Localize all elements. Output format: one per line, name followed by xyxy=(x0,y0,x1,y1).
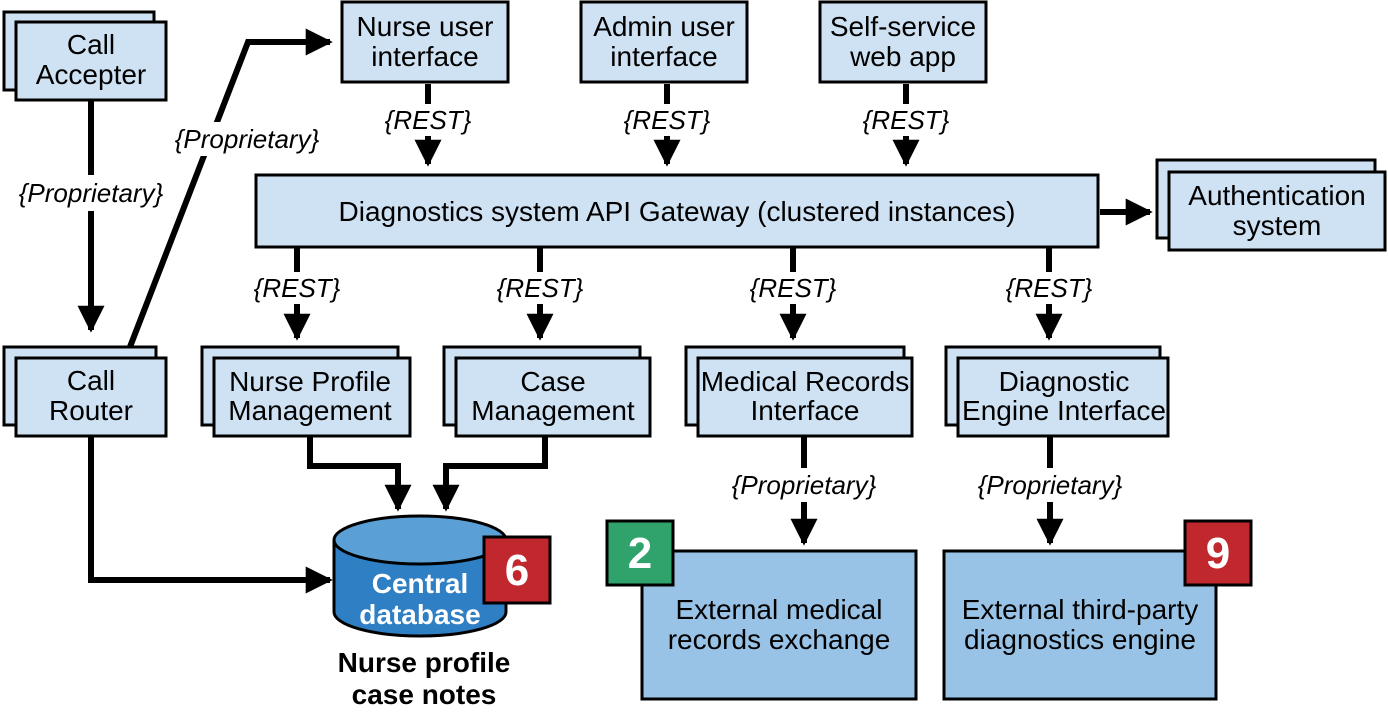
medical-records-label-1: Medical Records xyxy=(701,366,910,397)
nurse-profile-management-box: Nurse Profile Management xyxy=(200,345,412,438)
proto-admin-ui-gateway: {REST} xyxy=(624,105,711,135)
case-management-box: Case Management xyxy=(442,345,652,438)
external-diag-label-1: External third-party xyxy=(962,594,1199,625)
proto-nurse-ui-gateway: {REST} xyxy=(385,105,472,135)
nurse-ui-box: Nurse user interface xyxy=(340,0,510,84)
diagnostic-engine-interface-box: Diagnostic Engine Interface xyxy=(944,345,1170,438)
call-accepter-box: Call Accepter xyxy=(2,10,168,102)
proto-gateway-case-mgmt: {REST} xyxy=(497,273,584,303)
call-router-label-1: Call xyxy=(67,365,115,396)
proto-router-nurse-ui: {Proprietary} xyxy=(175,124,320,154)
authentication-label-2: system xyxy=(1233,210,1322,241)
external-diag-label-2: diagnostics engine xyxy=(964,624,1196,655)
admin-ui-label-2: interface xyxy=(610,41,717,72)
api-gateway-box: Diagnostics system API Gateway (clustere… xyxy=(254,173,1100,249)
nurse-profile-label-1: Nurse Profile xyxy=(229,366,391,397)
medical-records-interface-box: Medical Records Interface xyxy=(684,345,914,438)
call-accepter-label-2: Accepter xyxy=(36,59,147,90)
call-router-label-2: Router xyxy=(49,395,133,426)
proto-diag-engine-ext: {Proprietary} xyxy=(978,470,1123,500)
call-router-box: Call Router xyxy=(2,345,168,438)
self-service-label-1: Self-service xyxy=(830,11,976,42)
db-badge: 6 xyxy=(482,535,552,605)
proto-gateway-nurse-profile: {REST} xyxy=(254,273,341,303)
case-management-label-2: Management xyxy=(471,395,635,426)
external-medical-label-1: External medical xyxy=(676,594,883,625)
proto-medical-records-ext: {Proprietary} xyxy=(732,470,877,500)
edge-nurse-profile-db xyxy=(307,437,412,512)
diagnostic-engine-label-1: Diagnostic xyxy=(999,366,1130,397)
db-caption-line-1: Nurse profile xyxy=(338,647,511,678)
edge-router-nurse-ui xyxy=(125,28,333,354)
db-badge-number: 6 xyxy=(505,546,529,595)
edge-case-mgmt-db xyxy=(432,437,548,512)
admin-ui-label-1: Admin user xyxy=(593,11,735,42)
proto-gateway-diag-engine: {REST} xyxy=(1006,273,1093,303)
external-medical-badge: 2 xyxy=(605,519,675,587)
central-database: Central database xyxy=(332,514,508,638)
nurse-ui-label-2: interface xyxy=(371,41,478,72)
db-caption-line-2: case notes xyxy=(352,679,497,710)
nurse-ui-label-1: Nurse user xyxy=(357,11,494,42)
diagnostic-engine-label-2: Engine Interface xyxy=(962,395,1166,426)
medical-records-label-2: Interface xyxy=(751,395,860,426)
central-database-label-2: database xyxy=(359,599,480,630)
case-management-label-1: Case xyxy=(520,366,585,397)
self-service-box: Self-service web app xyxy=(818,0,988,84)
central-database-label-1: Central xyxy=(372,568,468,599)
proto-gateway-medical-records: {REST} xyxy=(750,273,837,303)
edge-router-db xyxy=(88,437,333,594)
external-diag-badge-number: 9 xyxy=(1206,529,1230,578)
external-medical-label-2: records exchange xyxy=(668,624,891,655)
proto-self-service-gateway: {REST} xyxy=(863,105,950,135)
authentication-label-1: Authentication xyxy=(1188,180,1365,211)
api-gateway-label: Diagnostics system API Gateway (clustere… xyxy=(339,196,1016,227)
external-medical-badge-number: 2 xyxy=(628,529,652,578)
call-accepter-label-1: Call xyxy=(67,29,115,60)
self-service-label-2: web app xyxy=(849,41,956,72)
external-diagnostics-engine-box: External third-party diagnostics engine xyxy=(942,549,1218,701)
authentication-box: Authentication system xyxy=(1155,158,1387,252)
external-medical-records-box: External medical records exchange xyxy=(640,549,918,701)
admin-ui-box: Admin user interface xyxy=(579,0,749,84)
proto-accepter-router: {Proprietary} xyxy=(19,178,164,208)
protocol-labels: {Proprietary} {Proprietary} {REST} {REST… xyxy=(8,104,1132,502)
external-diag-badge: 9 xyxy=(1183,519,1253,587)
nurse-profile-label-2: Management xyxy=(228,395,392,426)
